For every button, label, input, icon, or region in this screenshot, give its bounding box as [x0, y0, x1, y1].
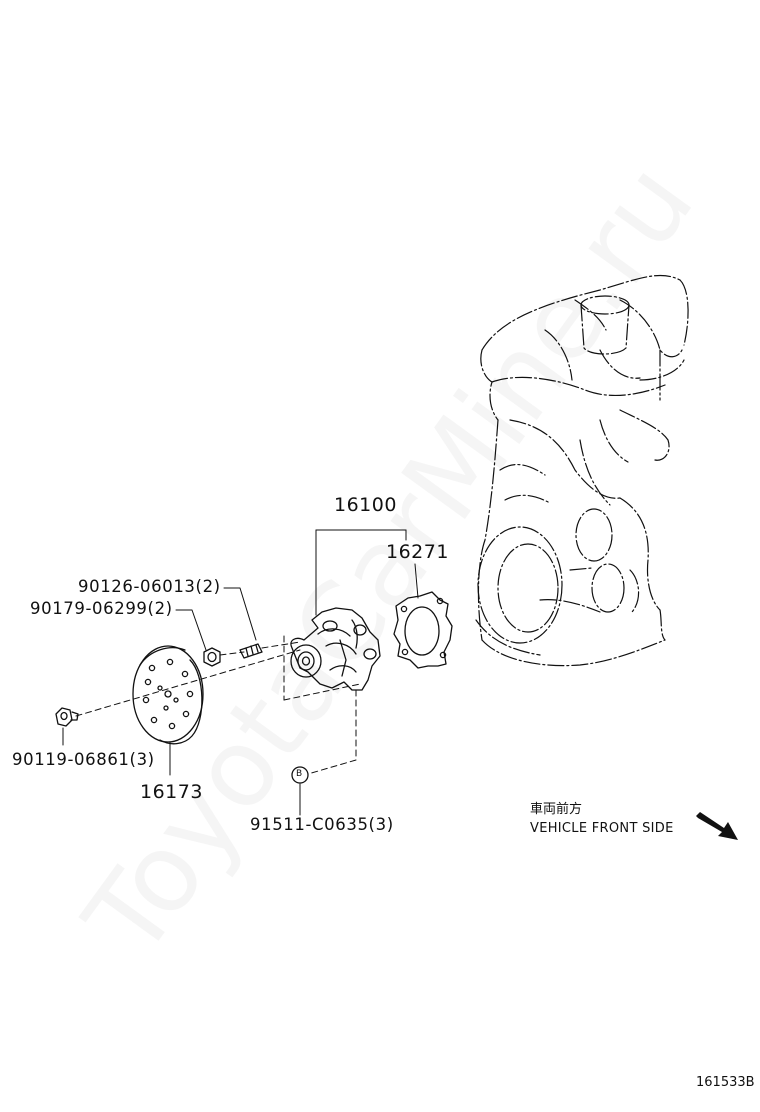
nut-drawing [203, 647, 221, 667]
part-label-90119-06861[interactable]: 90119-06861(3) [12, 750, 155, 769]
front-arrow-icon [696, 812, 738, 840]
gasket-drawing [393, 591, 453, 669]
vehicle-front-label-en: VEHICLE FRONT SIDE [530, 821, 674, 836]
water-pump-drawing [290, 607, 381, 691]
part-label-16100[interactable]: 16100 [334, 494, 397, 516]
stud-bolt-drawing [239, 643, 263, 659]
pulley-drawing [132, 645, 204, 745]
callout-b [291, 766, 309, 784]
flange-bolt-drawing [55, 707, 79, 727]
vehicle-front-label-jp: 車両前方 [530, 802, 583, 817]
part-label-16271[interactable]: 16271 [386, 541, 449, 563]
engine-block-outline [475, 274, 689, 667]
part-label-90179-06299[interactable]: 90179-06299(2) [30, 599, 173, 618]
assembly-guide-lines [75, 635, 361, 775]
illustration-code: 161533B [696, 1075, 755, 1090]
leader-lines [62, 529, 419, 816]
part-label-91511-C0635[interactable]: 91511-C0635(3) [250, 815, 394, 834]
part-label-16173[interactable]: 16173 [140, 781, 203, 803]
callout-b-letter: B [296, 769, 303, 779]
part-label-90126-06013[interactable]: 90126-06013(2) [78, 577, 221, 596]
